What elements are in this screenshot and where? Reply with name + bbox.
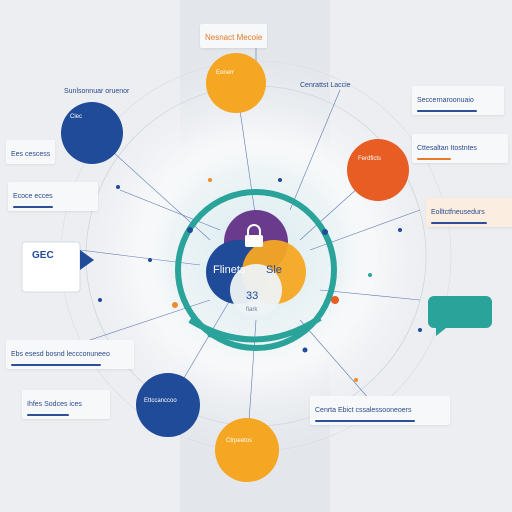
network-dots [98,178,422,382]
center-number: 33 [246,290,259,302]
top-callout: Nesnact Mecoie [200,24,268,48]
center-right-text: Sle [266,264,282,276]
right-mid-label: Cttesaltan Itostntes [417,145,477,152]
gec-arrow [80,250,94,270]
bubble-amber-bottom [215,418,279,482]
left-label-2: Ecoce ecces [13,193,53,200]
top-callout-text: Nesnact Mecoie [205,33,263,42]
bubble-navy-left [61,102,123,164]
left-bottom-box: Ebs esesd bosnd leccconuneeo [6,340,134,369]
bubble-navy-left-text: Clec [70,114,83,120]
center-left-text: Flinets [213,264,246,276]
bubble-amber-text: Ctrpeetos [226,438,253,444]
left-lower-box: Ihfes Sodces ices [22,390,110,419]
bottom-right-label: Cenrta Ebict cssalessooneoers [315,407,412,414]
center-small-text: fiark [246,307,258,313]
chat-bubble-icon [428,296,492,336]
teal-ring-tail [188,315,322,343]
left-label-1: Ees cescess [11,151,51,158]
right-lower-box: Eolltctfneusedurs [426,198,512,227]
teal-ring [175,189,337,351]
left-box-2: Ecoce ecces [8,182,98,211]
bubble-orange-top [206,53,266,113]
top-right-label: Cenrattst Laccie [300,82,351,89]
bubble-red-right [347,139,409,201]
bubble-navy-bottom [136,373,200,437]
right-mid-box: Cttesaltan Itostntes [412,134,508,163]
bubble-red-text: Ferdficts [358,156,382,162]
left-lower-label: Ihfes Sodces ices [27,401,82,408]
bubble-navy-bottom-text: Ettccanccoo [144,398,177,404]
left-bottom-label: Ebs esesd bosnd leccconuneeo [11,351,110,358]
bottom-right-box: Cenrta Ebict cssalessooneoers [310,396,450,425]
right-top-box: Seccernaroonuaio [412,86,504,115]
right-lower-label: Eolltctfneusedurs [431,209,485,216]
left-box-1: Ees cescess [6,140,56,164]
gec-chip-label: GEC [32,250,54,261]
center-white-circle [230,264,282,316]
right-top-label: Seccernaroonuaio [417,97,474,104]
lock-icon [245,224,263,247]
bubble-orange-text: Eonerr [216,70,235,76]
left-top-label: Sunlsonnuar oruenor [64,88,130,95]
